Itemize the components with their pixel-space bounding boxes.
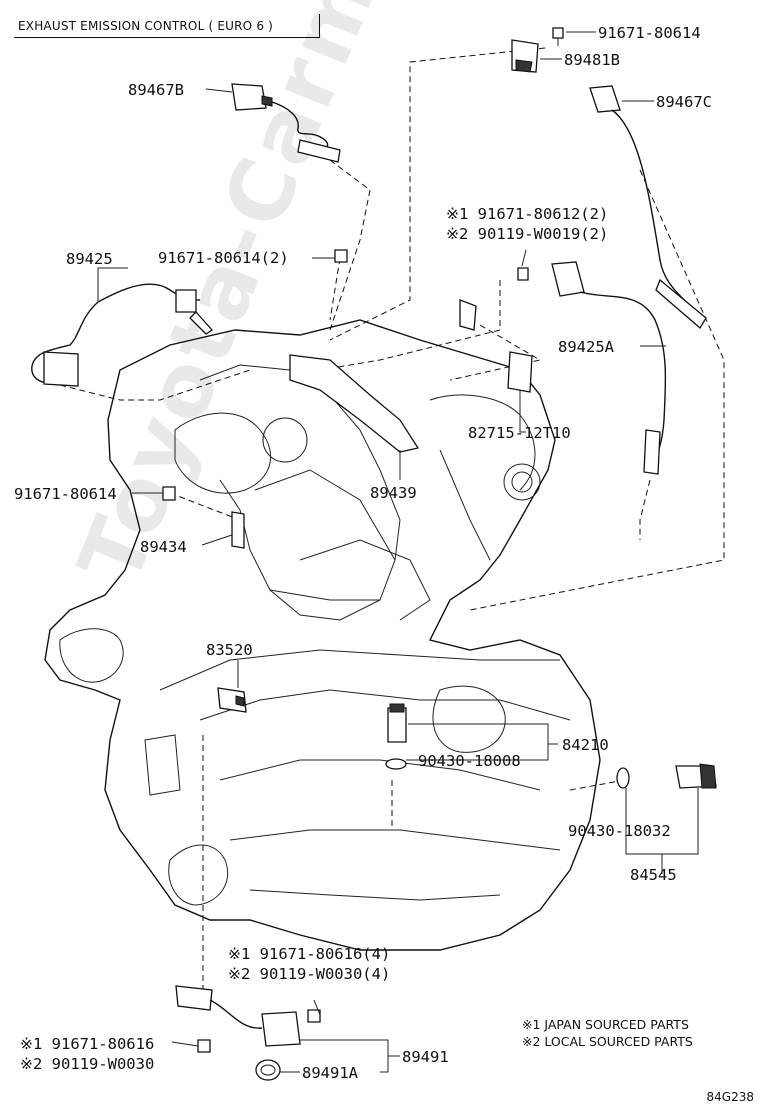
- label-89491a: 89491A: [302, 1064, 358, 1082]
- bolt-91671-80614-top: [552, 27, 564, 46]
- label-90430-18008: 90430-18008: [418, 752, 521, 770]
- label-84545: 84545: [630, 866, 677, 884]
- bolt-91671-80616-single: [197, 1039, 211, 1053]
- diagram-header-box: EXHAUST EMISSION CONTROL ( EURO 6 ): [14, 14, 320, 38]
- label-91671-80614-top: 91671-80614: [598, 24, 701, 42]
- label-89425a: 89425A: [558, 338, 614, 356]
- label-91671-80616-quad: ※1 91671-80616(4): [228, 945, 391, 963]
- label-83520: 83520: [206, 641, 253, 659]
- label-91671-80616-single: ※1 91671-80616: [20, 1035, 155, 1053]
- switch-83520: [217, 687, 247, 713]
- dashed-leaders: [59, 47, 725, 1010]
- sensor-89491: [175, 985, 301, 1047]
- insulator-89439: [289, 354, 420, 453]
- label-90119-w0019: ※2 90119-W0019(2): [446, 225, 609, 243]
- legend-local-sourced: ※2 LOCAL SOURCED PARTS: [522, 1034, 693, 1049]
- label-leaders: [97, 31, 699, 1073]
- engine-block-outline: [44, 319, 601, 951]
- sensor-89467b: [231, 83, 341, 163]
- label-91671-80614-left: 91671-80614: [14, 485, 117, 503]
- bolt-91671-80614-left: [162, 486, 176, 501]
- label-91671-80612: ※1 91671-80612(2): [446, 205, 609, 223]
- label-84210: 84210: [562, 736, 609, 754]
- sensor-89467c: [589, 85, 707, 329]
- label-89467c: 89467C: [656, 93, 712, 111]
- part-89481b: [511, 39, 539, 73]
- bolt-91671-80612: [517, 267, 529, 281]
- sensor-89425: [31, 283, 213, 387]
- label-89467b: 89467B: [128, 81, 184, 99]
- label-89481b: 89481B: [564, 51, 620, 69]
- diagram-title: EXHAUST EMISSION CONTROL ( EURO 6 ): [18, 19, 274, 33]
- bracket-89434: [231, 511, 245, 549]
- gasket-90430-18008: [385, 758, 407, 770]
- label-89425: 89425: [66, 250, 113, 268]
- legend-japan-sourced: ※1 JAPAN SOURCED PARTS: [522, 1017, 689, 1032]
- switch-84545: [675, 763, 717, 789]
- label-90119-w0030-single: ※2 90119-W0030: [20, 1055, 155, 1073]
- label-89434: 89434: [140, 538, 187, 556]
- label-91671-80614-pair: 91671-80614(2): [158, 249, 289, 267]
- label-89491: 89491: [402, 1048, 449, 1066]
- diagram-code: 84G238: [706, 1090, 754, 1104]
- label-82715-12t10: 82715-12T10: [468, 424, 571, 442]
- switch-84210: [387, 703, 407, 743]
- bolt-91671-80616-quad: [307, 1009, 321, 1023]
- label-89439: 89439: [370, 484, 417, 502]
- bracket-82715-12t10: [459, 299, 533, 393]
- sensor-89425a: [551, 261, 667, 475]
- bolt-91671-80614-pair: [334, 249, 348, 263]
- oring-89491a: [255, 1059, 281, 1081]
- label-90430-18032: 90430-18032: [568, 822, 671, 840]
- gasket-90430-18032: [616, 767, 630, 789]
- label-90119-w0030-quad: ※2 90119-W0030(4): [228, 965, 391, 983]
